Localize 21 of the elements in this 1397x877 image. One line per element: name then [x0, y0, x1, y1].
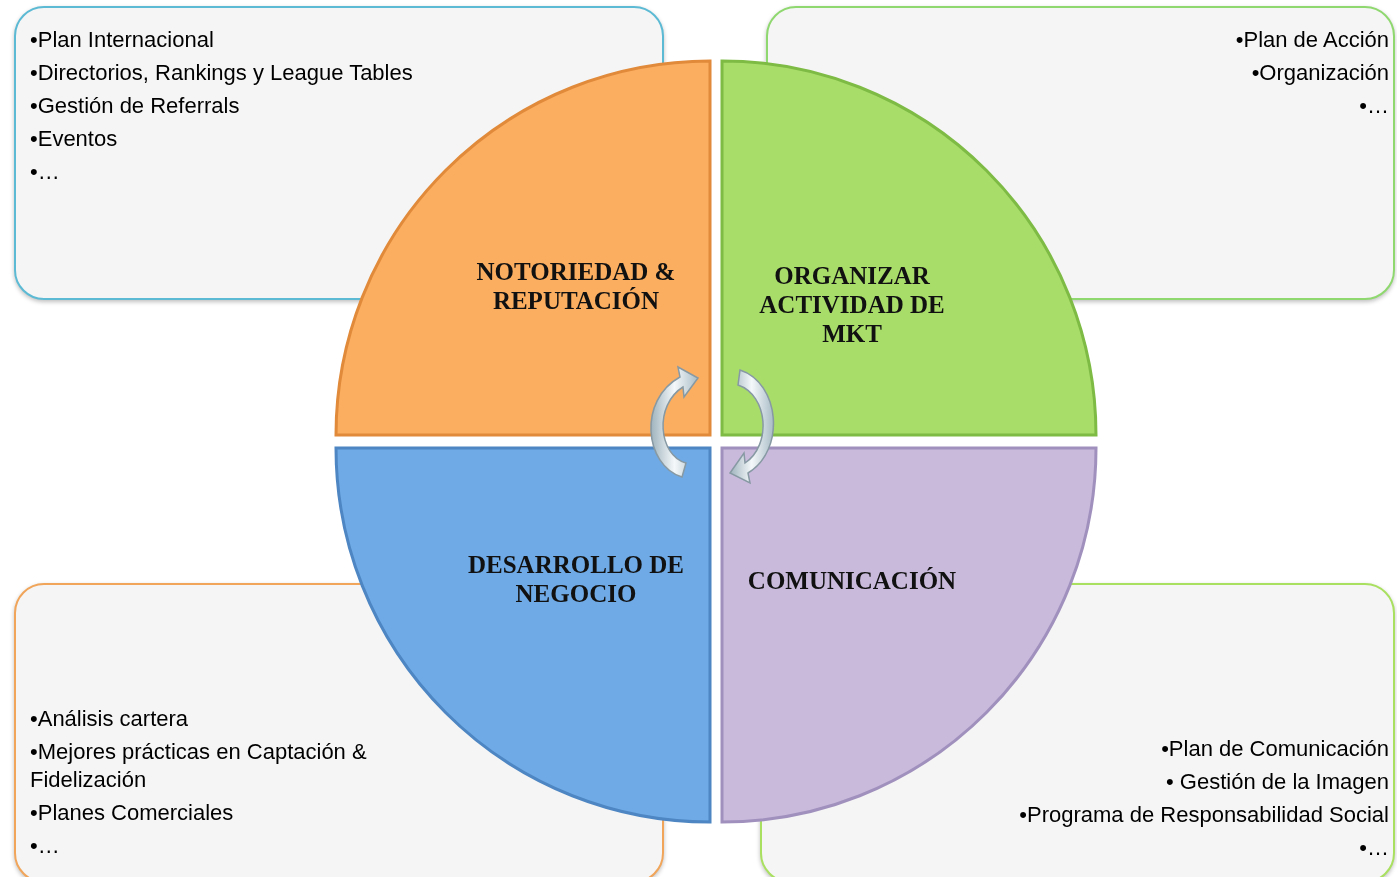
list-item: •Plan Internacional	[30, 26, 214, 54]
list-item: • Gestión de la Imagen	[1166, 768, 1389, 796]
list-item: •Organización	[1251, 59, 1389, 87]
segment-title: DESARROLLO DE NEGOCIO	[467, 550, 685, 608]
list-item: •Eventos	[30, 125, 118, 153]
list-item: •…	[30, 158, 60, 186]
list-item: •…	[1359, 834, 1389, 862]
quadrant-segment	[722, 61, 1096, 435]
list-item: •…	[1359, 92, 1389, 120]
list-item: •Gestión de Referrals	[30, 92, 240, 120]
list-item: •Plan de Acción	[1235, 26, 1389, 54]
segment-title: NOTORIEDAD & REPUTACIÓN	[476, 257, 676, 315]
list-item: •Directorios, Rankings y League Tables	[30, 59, 413, 87]
segment-title: COMUNICACIÓN	[746, 566, 958, 595]
list-item: •Planes Comerciales	[30, 799, 234, 827]
list-item: •Mejores prácticas en Captación & Fidelización	[30, 738, 368, 794]
list-item: •Plan de Comunicación	[1161, 735, 1389, 763]
list-item: •…	[30, 832, 60, 860]
list-item: •Análisis cartera	[30, 705, 189, 733]
segment-title: ORGANIZAR ACTIVIDAD DE MKT	[758, 261, 946, 348]
list-item: •Programa de Responsabilidad Social	[1019, 801, 1389, 829]
